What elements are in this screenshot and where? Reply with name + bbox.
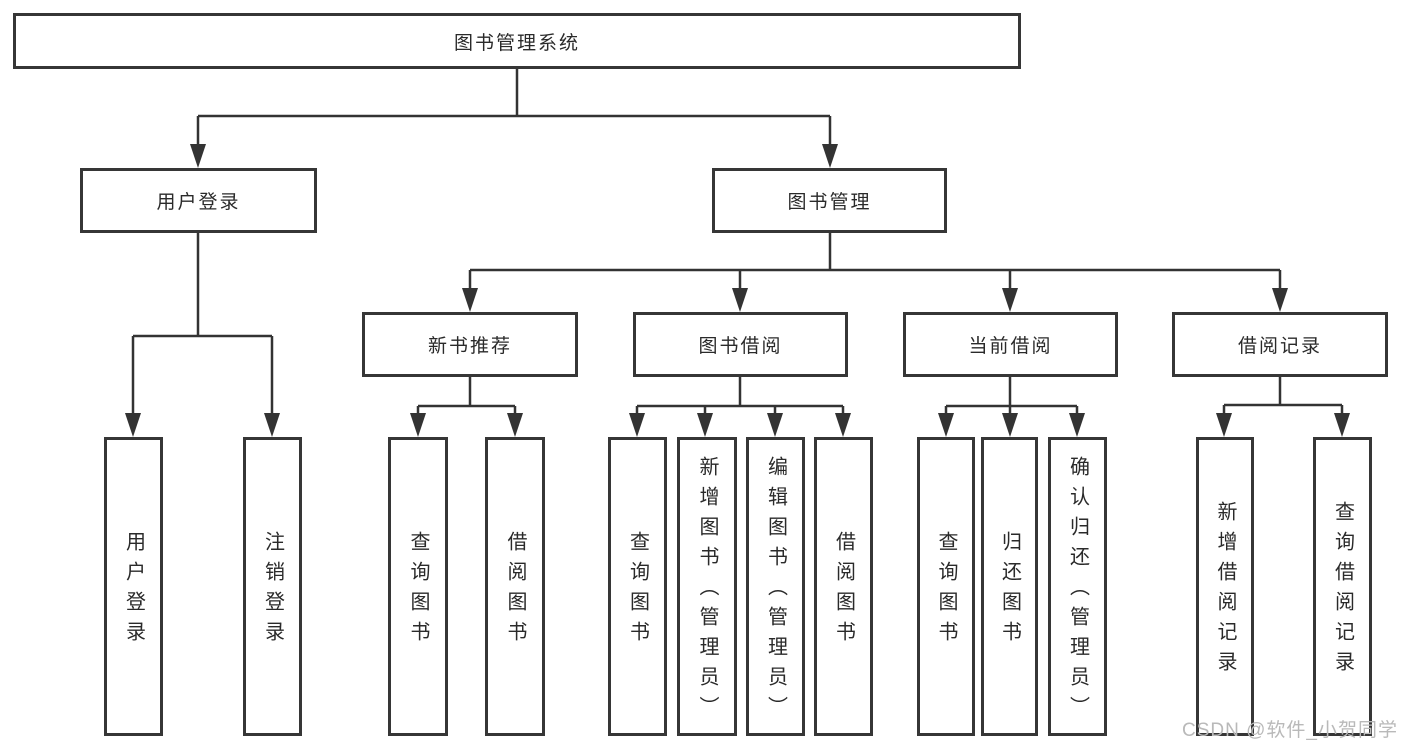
leaf-edit-books-admin: 编辑图书（管理员） (746, 437, 805, 736)
watermark-text: CSDN @软件_小贺同学 (1182, 720, 1398, 741)
node-label: 借阅图书 (504, 530, 526, 651)
leaf-query-borrow-record: 查询借阅记录 (1313, 437, 1372, 736)
node-label: 归还图书 (998, 530, 1021, 651)
leaf-borrow-books-borrowing: 借阅图书 (814, 437, 873, 736)
edge-userlogin-to-leaves (131, 233, 274, 422)
node-book-borrowing: 图书借阅 (633, 312, 848, 377)
edge-bookmgmt-to-level3 (468, 233, 1282, 297)
leaf-query-books-borrowing: 查询图书 (608, 437, 667, 736)
node-label: 当前借阅 (968, 336, 1053, 357)
node-label: 查询借阅记录 (1331, 500, 1354, 681)
leaf-query-books-current: 查询图书 (917, 437, 975, 736)
leaf-return-books: 归还图书 (981, 437, 1038, 736)
node-label: 新书推荐 (427, 336, 512, 357)
node-label: 查询图书 (626, 530, 649, 651)
leaf-confirm-return-admin: 确认归还（管理员） (1048, 437, 1107, 736)
node-library-management-system: 图书管理系统 (13, 13, 1021, 69)
node-label: 编辑图书（管理员） (764, 455, 787, 726)
node-label: 新增图书（管理员） (696, 455, 718, 726)
leaf-borrow-books-recommend: 借阅图书 (485, 437, 545, 736)
edge-borrowing-to-leaves (635, 377, 845, 422)
node-label: 新增借阅记录 (1214, 500, 1236, 681)
node-label: 图书管理系统 (453, 32, 580, 54)
leaf-user-login: 用户登录 (104, 437, 163, 736)
node-label: 借阅记录 (1237, 336, 1322, 357)
node-user-login-group: 用户登录 (80, 168, 317, 233)
node-label: 注销登录 (261, 530, 284, 651)
leaf-query-books-recommend: 查询图书 (388, 437, 448, 736)
node-book-management: 图书管理 (712, 168, 947, 233)
node-label: 确认归还（管理员） (1066, 455, 1089, 726)
leaf-logout: 注销登录 (243, 437, 302, 736)
leaf-add-borrow-record: 新增借阅记录 (1196, 437, 1254, 736)
edge-records-to-leaves (1222, 377, 1344, 422)
node-label: 查询图书 (935, 530, 957, 651)
edge-root-to-level2 (196, 69, 832, 153)
node-label: 查询图书 (407, 530, 429, 651)
node-borrowing-records: 借阅记录 (1172, 312, 1388, 377)
node-label: 用户登录 (122, 530, 145, 651)
edge-newbook-to-leaves (416, 377, 517, 422)
node-label: 图书管理 (787, 192, 872, 213)
node-label: 用户登录 (156, 192, 241, 213)
leaf-add-books-admin: 新增图书（管理员） (677, 437, 737, 736)
node-new-book-recommend: 新书推荐 (362, 312, 578, 377)
node-label: 图书借阅 (698, 336, 783, 357)
arrowheads (125, 144, 1350, 437)
node-label: 借阅图书 (832, 530, 855, 651)
node-current-borrowing: 当前借阅 (903, 312, 1118, 377)
